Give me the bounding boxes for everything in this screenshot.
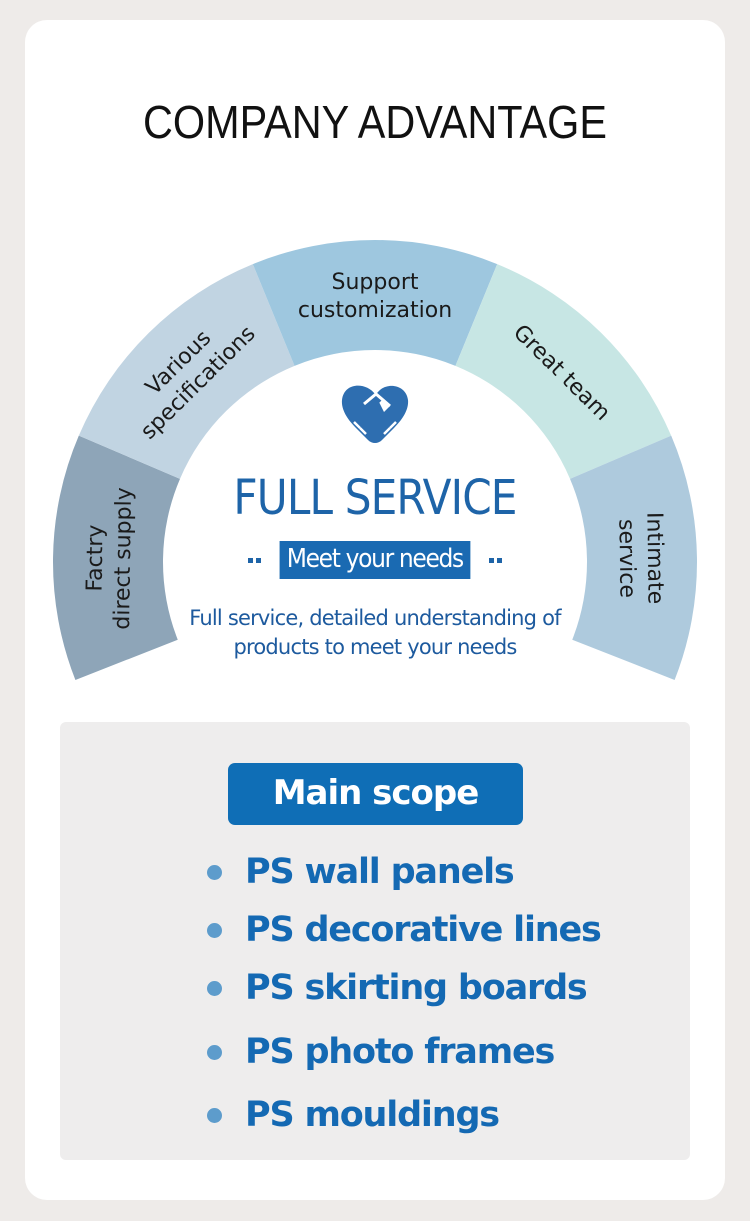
- arc-segment: [252, 239, 498, 366]
- arc-label-line: service: [613, 519, 639, 598]
- arc-segment-label: Support customization: [298, 270, 452, 323]
- scope-item: PS wall panels: [207, 846, 601, 898]
- scope-item: PS photo frames: [207, 1014, 601, 1090]
- arc-label-line: Factry: [83, 524, 109, 591]
- scope-item: PS decorative lines: [207, 898, 602, 962]
- bullet-icon: [207, 864, 222, 880]
- handshake-heart-icon: [341, 385, 409, 443]
- arc-label-line: customization: [298, 298, 452, 323]
- scope-item: PS skirting boards: [207, 962, 601, 1014]
- bullet-icon: [207, 980, 222, 996]
- bullet-icon: [207, 1044, 222, 1060]
- arc-segment: [52, 435, 180, 681]
- main-scope-heading: Main scope: [228, 763, 523, 825]
- arc-label-line: Intimate: [641, 512, 667, 605]
- scope-item: PS mouldings: [207, 1090, 601, 1140]
- scope-list: PS wall panels PS decorative lines PS sk…: [207, 846, 602, 1140]
- bullet-icon: [207, 1107, 222, 1123]
- arc-label-line: Support: [332, 270, 419, 295]
- full-service-heading: FULL SERVICE: [233, 470, 517, 526]
- arc-segment: [570, 435, 697, 681]
- meet-needs-tag: Meet your needs: [279, 541, 471, 579]
- page-title: COMPANY ADVANTAGE: [143, 96, 607, 148]
- bullet-icon: [207, 922, 222, 938]
- decorative-dots-right: [488, 557, 502, 563]
- arc-segment: [455, 264, 672, 479]
- service-description: Full service, detailed understanding of …: [0, 604, 750, 662]
- description-line: Full service, detailed understanding of: [189, 606, 561, 630]
- arc-label-line: direct supply: [110, 487, 137, 630]
- description-line: products to meet your needs: [233, 635, 517, 659]
- arc-segment: [78, 264, 295, 479]
- tag-row: Meet your needs: [0, 541, 750, 579]
- decorative-dots-left: [248, 557, 262, 563]
